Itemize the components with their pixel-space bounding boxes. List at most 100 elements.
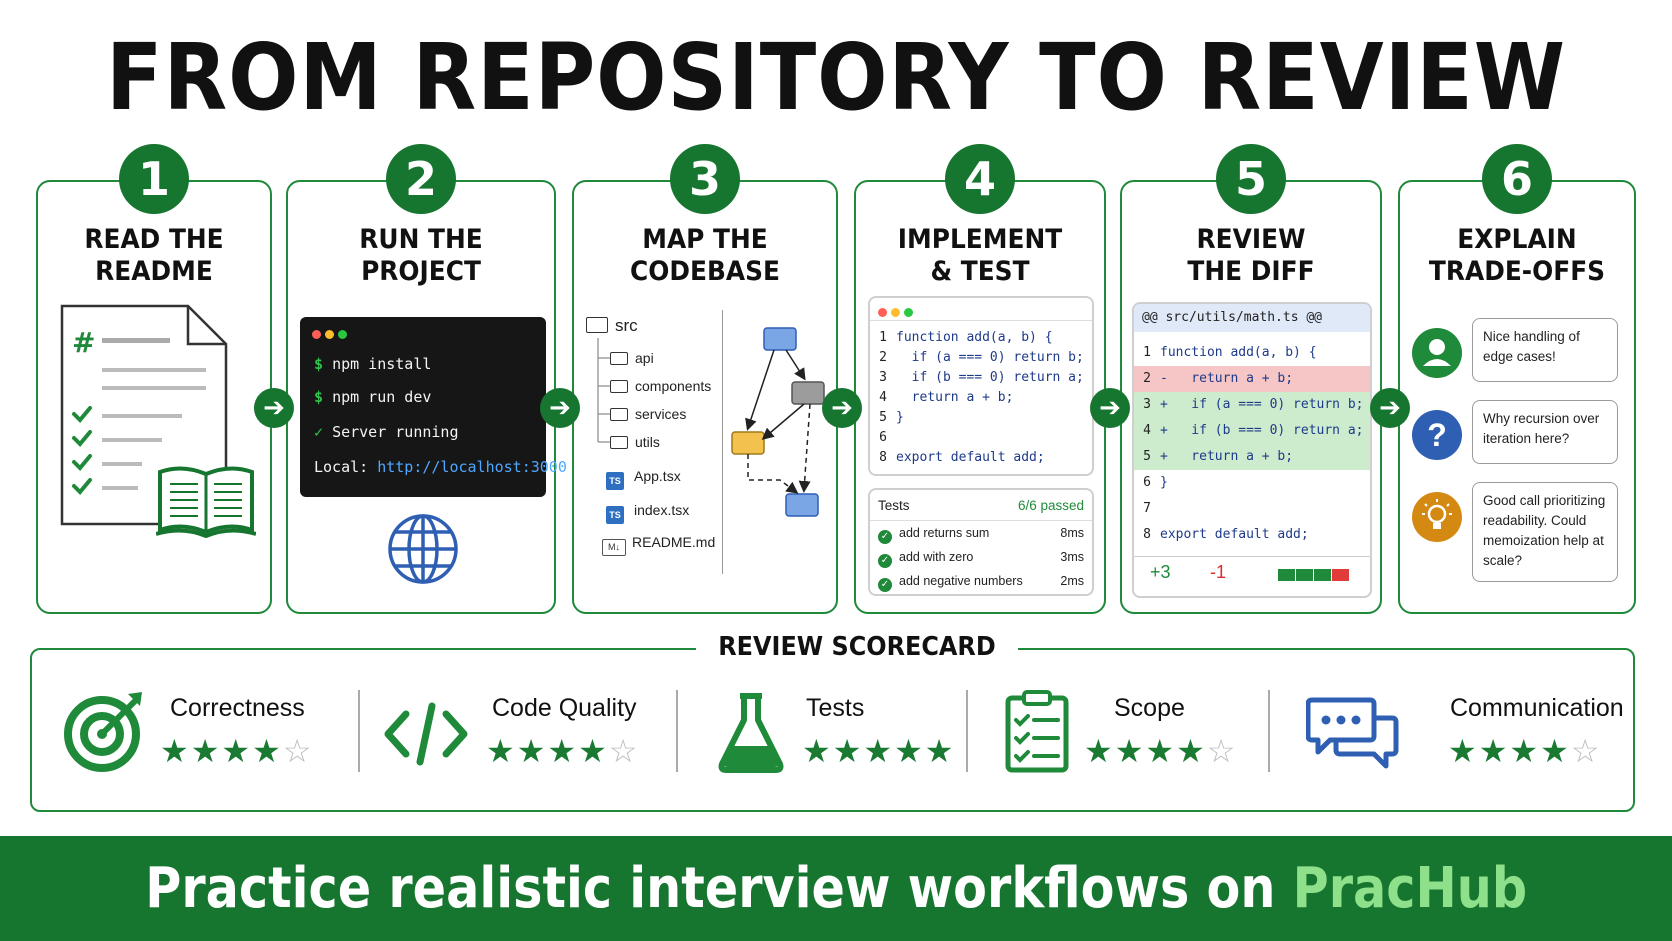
window-controls [878, 304, 917, 322]
flask-icon [718, 693, 784, 773]
step-number-badge: 2 [386, 144, 456, 214]
star-rating: ★★★★☆ [160, 735, 313, 767]
metric-correctness: Correctness ★★★★☆ [32, 650, 362, 810]
folder-icon [610, 352, 628, 365]
diff-stat-bar [1278, 568, 1349, 586]
diff-removed-count: -1 [1210, 562, 1227, 582]
star-empty-icon: ☆ [1570, 733, 1602, 769]
tree-file-item: M↓README.md [602, 534, 715, 556]
diff-line-removed: 2- return a + b; [1134, 366, 1370, 392]
flow-arrow-icon: ➔ [822, 388, 862, 428]
tree-connector-lines [597, 338, 610, 443]
flow-arrow-icon: ➔ [1370, 388, 1410, 428]
metric-label: Code Quality [492, 694, 637, 722]
scorecard-title: REVIEW SCORECARD [696, 632, 1018, 662]
user-avatar-icon [1412, 328, 1462, 378]
target-icon [64, 692, 142, 772]
star-filled-icon: ★ [547, 733, 579, 769]
terminal-window: $ npm install $ npm run dev ✓ Server run… [300, 317, 567, 497]
tree-folder-item: components [610, 378, 711, 394]
editor-tab-border [870, 320, 1092, 321]
flow-arrow-icon: ➔ [254, 388, 294, 428]
terminal-line: $ npm install [314, 355, 432, 373]
metric-divider [966, 690, 968, 772]
brand-name: PracHub [1292, 856, 1527, 921]
clipboard-checklist-icon [1005, 690, 1069, 773]
diff-header: @@ src/utils/math.ts @@ [1134, 304, 1370, 332]
metric-label: Tests [806, 694, 865, 722]
tree-folder-item: utils [610, 434, 660, 450]
folder-icon [610, 436, 628, 449]
star-filled-icon: ★ [486, 733, 517, 769]
svg-text:#: # [72, 326, 95, 359]
metric-label: Correctness [170, 694, 305, 722]
review-scorecard: REVIEW SCORECARD Correctness ★★★★☆ Code … [30, 632, 1635, 812]
diff-line: 7 [1143, 501, 1151, 516]
star-filled-icon: ★ [516, 733, 548, 769]
star-filled-icon: ★ [160, 733, 191, 769]
tree-root-folder: src [586, 316, 638, 336]
metric-label: Scope [1114, 694, 1185, 722]
code-line: 6 [879, 430, 887, 445]
star-filled-icon: ★ [924, 733, 956, 769]
flow-arrow-icon: ➔ [540, 388, 580, 428]
terminal-line: $ npm run dev [314, 388, 432, 406]
chat-bubbles-icon [1306, 697, 1399, 769]
star-filled-icon: ★ [1114, 733, 1146, 769]
star-rating: ★★★★☆ [1448, 735, 1601, 767]
diff-footer-divider [1134, 556, 1370, 557]
dependency-graph-icon [731, 327, 825, 517]
globe-icon [388, 514, 458, 584]
metric-divider [1268, 690, 1270, 772]
review-comment-bubble: Why recursion over iteration here? [1472, 400, 1618, 464]
open-book-icon [156, 466, 256, 538]
question-icon: ? [1412, 410, 1462, 460]
footer-banner: Practice realistic interview workflows o… [0, 836, 1672, 941]
star-rating: ★★★★☆ [1084, 735, 1237, 767]
check-circle-icon: ✓ [878, 530, 892, 544]
star-filled-icon: ★ [1084, 733, 1115, 769]
step-number-badge: 5 [1216, 144, 1286, 214]
diff-added-count: +3 [1150, 562, 1171, 582]
tree-folder-item: services [610, 406, 686, 422]
typescript-file-icon: TS [606, 506, 624, 524]
step-number-badge: 6 [1482, 144, 1552, 214]
terminal-line: Local: http://localhost:3000 [314, 458, 567, 476]
code-line: 2 if (a === 0) return b; [879, 350, 1084, 365]
metric-divider [358, 690, 360, 772]
star-filled-icon: ★ [894, 733, 925, 769]
banner-text: Practice realistic interview workflows o… [145, 856, 1527, 921]
star-rating: ★★★★☆ [486, 735, 639, 767]
star-filled-icon: ★ [1478, 733, 1510, 769]
star-filled-icon: ★ [1176, 733, 1207, 769]
star-filled-icon: ★ [578, 733, 609, 769]
metric-tests: Tests ★★★★★ [682, 650, 972, 810]
star-filled-icon: ★ [832, 733, 864, 769]
star-empty-icon: ☆ [608, 733, 640, 769]
metric-divider [676, 690, 678, 772]
star-filled-icon: ★ [1509, 733, 1541, 769]
star-filled-icon: ★ [252, 733, 283, 769]
star-filled-icon: ★ [1145, 733, 1177, 769]
metric-communication: Communication ★★★★☆ [1272, 650, 1632, 810]
flow-arrow-icon: ➔ [1090, 388, 1130, 428]
code-line: 4 return a + b; [879, 390, 1014, 405]
lightbulb-icon [1412, 492, 1462, 542]
typescript-file-icon: TS [606, 472, 624, 490]
tree-folder-item: api [610, 350, 654, 366]
star-empty-icon: ☆ [282, 733, 314, 769]
